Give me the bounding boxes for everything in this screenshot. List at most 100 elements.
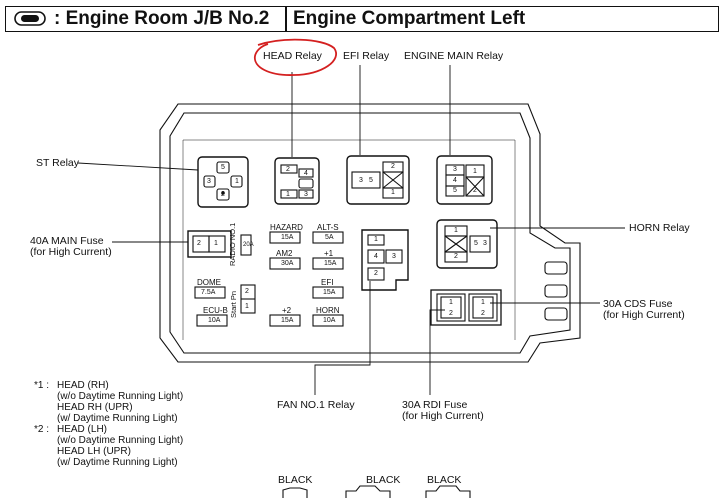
side-slot	[544, 284, 568, 298]
connector-1	[282, 487, 308, 498]
note2-line1: HEAD (LH)	[57, 424, 108, 435]
head-relay-socket	[274, 157, 320, 205]
head-relay-terminal: 4	[304, 170, 308, 177]
leader-st-relay	[77, 162, 199, 171]
rdi-fuse-terminal: 1	[449, 299, 453, 306]
engine-main-terminal: 3	[453, 166, 457, 173]
alts-fuse	[312, 231, 344, 244]
location-title: Engine Compartment Left	[293, 8, 526, 29]
plus1-fuse-amp: 15A	[324, 260, 337, 267]
horn-relay-socket	[436, 219, 498, 269]
engine-main-terminal: 5	[453, 187, 457, 194]
horn-relay-terminal: 1	[454, 227, 458, 234]
radio-fuse	[240, 234, 252, 256]
fan-relay-terminal: 3	[392, 253, 396, 260]
alts-fuse-label: ALT-S	[317, 223, 339, 232]
plus2-fuse-amp: 15A	[281, 317, 294, 324]
cds-fuse-terminal: 2	[481, 310, 485, 317]
hazard-fuse-amp: 15A	[281, 234, 294, 241]
efi-fuse-amp: 15A	[323, 289, 336, 296]
dome-fuse	[194, 286, 226, 299]
connector-2	[345, 485, 391, 498]
efi-relay-socket	[346, 155, 410, 205]
horn-relay-terminal: 5	[474, 240, 478, 247]
efi-relay-terminal: 2	[391, 163, 395, 170]
efi-relay-terminal: 3	[359, 177, 363, 184]
horn-fuse-label: HORN	[316, 306, 340, 315]
fan-relay-terminal: 4	[374, 253, 378, 260]
rdi-fuse	[430, 289, 502, 326]
horn-relay-terminal: 2	[454, 253, 458, 260]
st-relay-terminal: 5	[221, 164, 225, 171]
rdi-fuse-label: 30A RDI Fuse	[402, 399, 468, 411]
ecub-fuse	[196, 314, 228, 327]
note2-mark: *2 :	[34, 424, 50, 435]
fan-relay-terminal: 1	[374, 236, 378, 243]
leader-rdi-fuse	[429, 309, 445, 395]
st-relay-terminal: 2	[221, 191, 225, 198]
highlight-circle	[254, 38, 337, 76]
connector-3-color: BLACK	[427, 474, 462, 486]
fan-relay-terminal: 2	[374, 270, 378, 277]
plus2-fuse-label: +2	[282, 306, 292, 315]
cds-fuse-sublabel: (for High Current)	[603, 309, 685, 321]
connector-3	[425, 485, 471, 498]
start-pn-label: Start Pn	[229, 290, 238, 318]
side-slot	[544, 261, 568, 275]
engine-main-relay-socket	[436, 155, 493, 205]
efi-relay-label: EFI Relay	[343, 50, 390, 62]
head-relay-terminal: 2	[286, 166, 290, 173]
engine-main-terminal: 4	[453, 177, 457, 184]
note1-line4: (w/ Daytime Running Light)	[57, 413, 178, 424]
engine-main-terminal: 1	[473, 168, 477, 175]
fan-relay-socket	[361, 229, 409, 291]
hazard-fuse-label: HAZARD	[270, 223, 303, 232]
st-relay-socket	[197, 156, 249, 208]
ecub-fuse-amp: 10A	[208, 317, 221, 324]
horn-fuse	[312, 314, 344, 327]
start-pn-terminal: 2	[245, 288, 249, 295]
head-relay-label: HEAD Relay	[263, 50, 322, 62]
plus2-fuse	[269, 314, 301, 327]
cds-fuse-label: 30A CDS Fuse	[603, 298, 673, 310]
dome-fuse-label: DOME	[197, 278, 221, 287]
plus1-fuse	[312, 257, 344, 270]
head-relay-terminal: 1	[286, 191, 290, 198]
am2-fuse	[269, 257, 301, 270]
st-relay-terminal: 1	[235, 178, 239, 185]
cds-fuse-terminal: 1	[481, 299, 485, 306]
header-divider	[285, 7, 287, 31]
housing-outline	[159, 103, 581, 363]
note2-line4: (w/ Daytime Running Light)	[57, 457, 178, 468]
note1-mark: *1 :	[34, 380, 50, 391]
housing-inner	[169, 112, 571, 354]
hazard-fuse	[269, 231, 301, 244]
dome-fuse-amp: 7.5A	[201, 289, 216, 296]
st-relay-terminal: 3	[207, 178, 211, 185]
horn-relay-label: HORN Relay	[629, 222, 690, 234]
leader-fan-relay	[314, 281, 371, 395]
am2-fuse-label: AM2	[276, 249, 293, 258]
connector-1-color: BLACK	[278, 474, 313, 486]
header-bar: : Engine Room J/B No.2 Engine Compartmen…	[5, 6, 719, 32]
plus1-fuse-label: +1	[324, 249, 334, 258]
efi-relay-terminal: 5	[369, 177, 373, 184]
main-fuse-label: 40A MAIN Fuse	[30, 235, 104, 247]
page-title: : Engine Room J/B No.2	[54, 8, 270, 29]
main-fuse-terminal: 2	[197, 240, 201, 247]
am2-fuse-amp: 30A	[281, 260, 294, 267]
side-slot	[544, 307, 568, 321]
horn-fuse-amp: 10A	[323, 317, 336, 324]
main-fuse	[187, 230, 232, 258]
ecub-fuse-label: ECU-B	[203, 306, 228, 315]
rdi-fuse-sublabel: (for High Current)	[402, 410, 484, 422]
efi-relay-terminal: 1	[391, 189, 395, 196]
junction-block-icon	[14, 11, 46, 26]
radio-fuse-amp: 20A	[243, 242, 254, 248]
note2-line2: (w/o Daytime Running Light)	[57, 435, 184, 446]
alts-fuse-amp: 5A	[325, 234, 334, 241]
fan-relay-label: FAN NO.1 Relay	[277, 399, 355, 411]
head-relay-terminal: 3	[304, 191, 308, 198]
engine-main-terminal: 2	[473, 187, 477, 194]
